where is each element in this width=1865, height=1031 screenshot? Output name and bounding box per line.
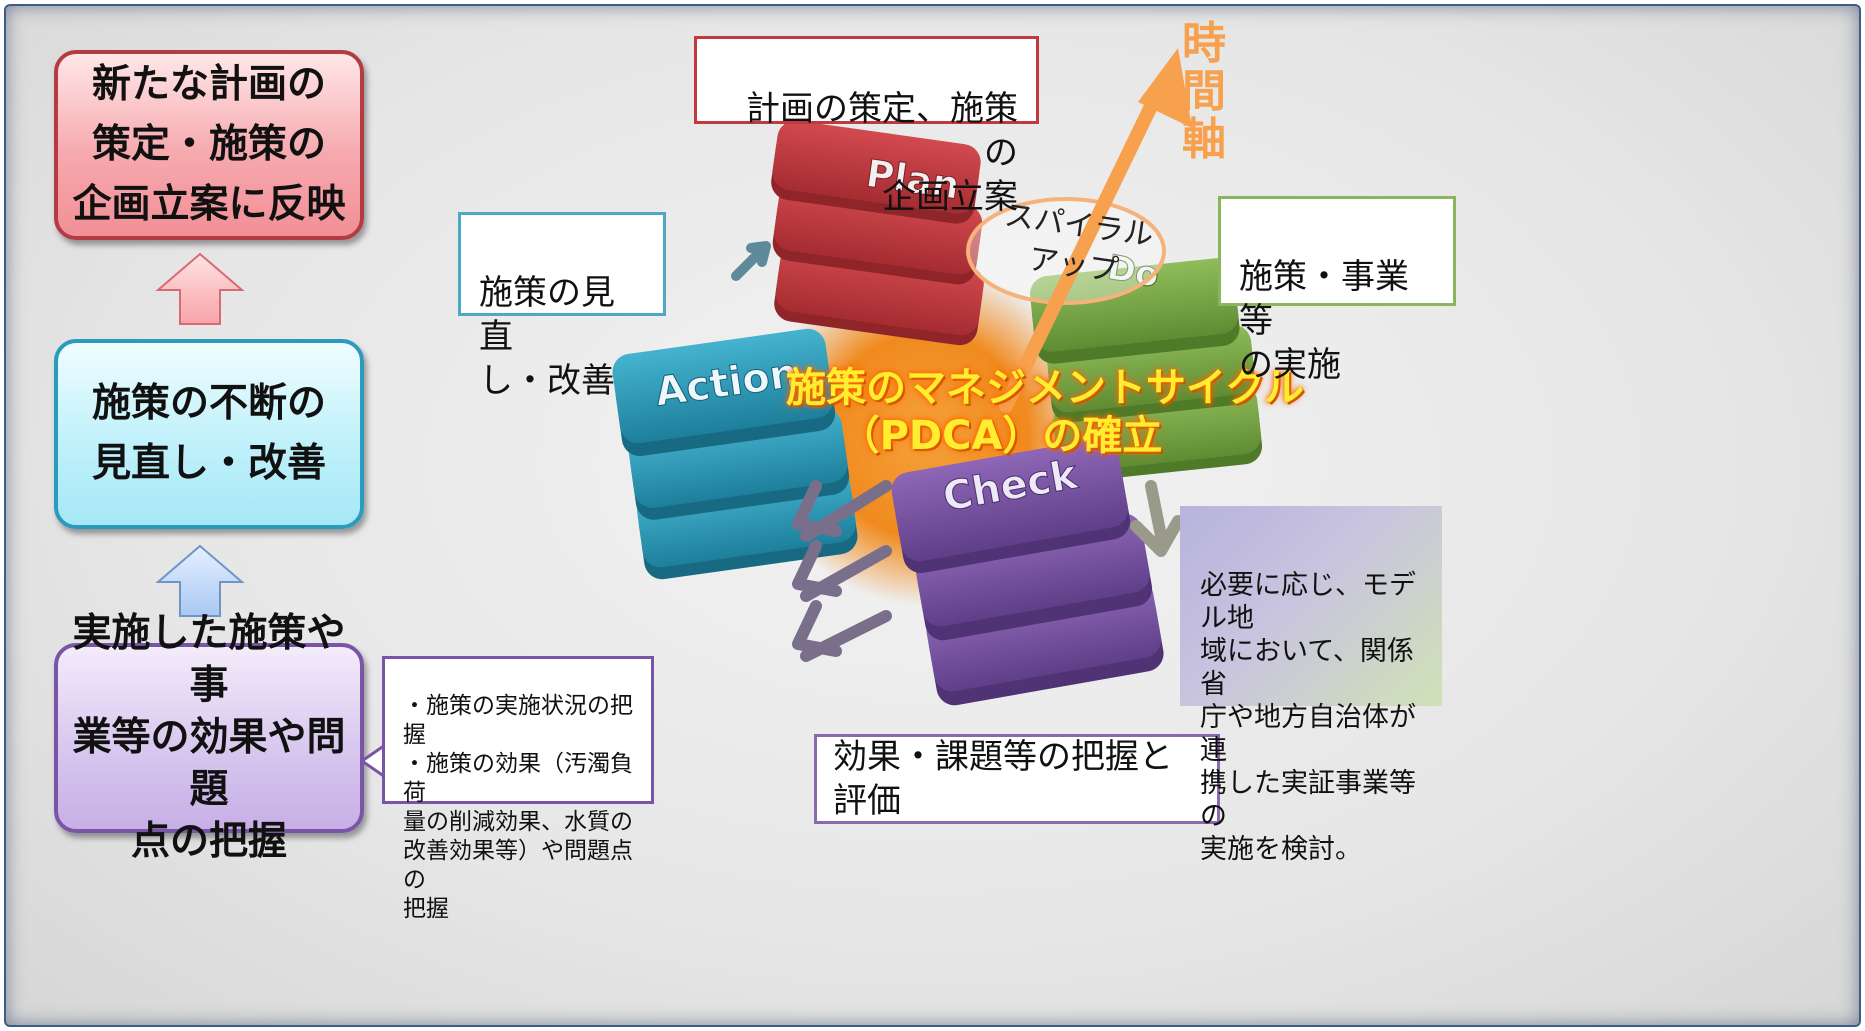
spiral-up-ellipse [966,197,1166,305]
arrow-icon [731,241,771,281]
check-note-text: 効果・課題等の把握と評価 [833,737,1173,821]
up-arrow-icon [155,544,245,617]
do-note-text: 施策・事業等 の実施 [1239,257,1409,385]
plan-note: 計画の策定、施策の 企画立案 [694,36,1039,217]
action-note: 施策の見直 し・改善 [458,212,666,401]
implementation-status-text: ・施策の実施状況の把握 ・施策の効果（汚濁負荷 量の削減効果、水質の 改善効果等… [403,693,633,922]
reflect-new-plan-box: 新たな計画の 策定・施策の 企画立案に反映 [54,50,364,240]
pdca-center-title-line2: （PDCA）の確立 [839,413,1163,459]
check-block-stack [891,438,1164,706]
reflect-new-plan-text: 新たな計画の 策定・施策の 企画立案に反映 [72,62,346,227]
continuous-review-text: 施策の不断の 見直し・改善 [91,381,326,486]
time-axis-arrow [999,48,1192,413]
action-block-stack [612,328,858,580]
model-project-note-text: 必要に応じ、モデル地 域において、関係省 庁や地方自治体が連 携した実証事業等の… [1200,570,1416,865]
up-arrow-icon [155,252,245,325]
grasp-effects-text: 実施した施策や事 業等の効果や問題 点の把握 [72,611,346,864]
model-project-note: 必要に応じ、モデル地 域において、関係省 庁や地方自治体が連 携した実証事業等の… [1180,506,1442,865]
pdca-cycle-diagram: Plan Do Action [612,48,1263,706]
plan-block-stack [771,120,984,346]
grasp-effects-box: 実施した施策や事 業等の効果や問題 点の把握 [54,611,364,864]
diagram-frame: 新たな計画の 策定・施策の 企画立案に反映 施策の不断の 見直し・改善 実施した… [4,4,1861,1027]
action-note-text: 施策の見直 し・改善 [479,273,615,401]
plan-note-text: 計画の策定、施策の 企画立案 [746,89,1018,217]
pdca-center-title-line1: 施策のマネジメントサイクル [786,365,1304,411]
continuous-review-box: 施策の不断の 見直し・改善 [54,339,364,529]
cycle-arrows [792,480,1184,662]
check-note: 効果・課題等の把握と評価 [814,734,1220,824]
implementation-status-note: ・施策の実施状況の把握 ・施策の効果（汚濁負荷 量の削減効果、水質の 改善効果等… [382,656,654,922]
do-note: 施策・事業等 の実施 [1218,196,1456,385]
time-axis-label: 時 間 軸 [1182,18,1226,165]
